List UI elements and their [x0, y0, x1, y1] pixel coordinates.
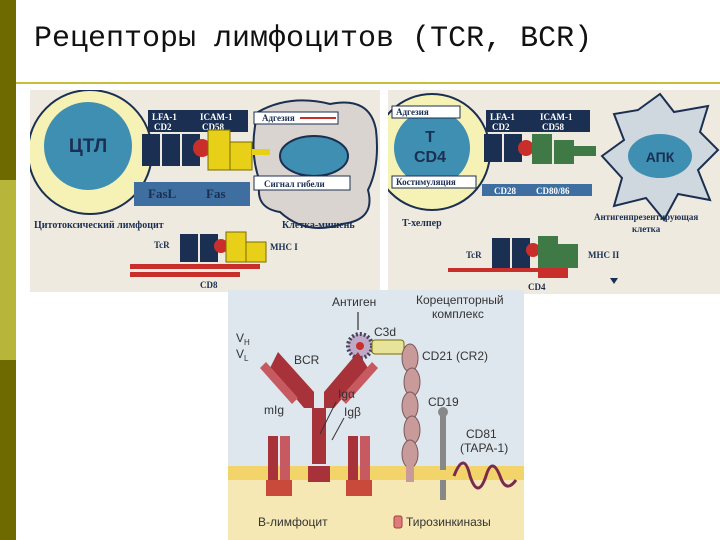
t-label: T [425, 129, 435, 146]
sidebar-segment-light [0, 180, 16, 360]
cd58-label: CD58 [202, 122, 224, 132]
igb-arrow [331, 417, 345, 441]
cytotoxic-lymphocyte-label: Цитотоксический лимфоцит [34, 220, 164, 231]
apc-full-label-line2: клетка [632, 224, 661, 234]
lfa1-label: LFA-1 [490, 112, 515, 122]
sidebar-segment-dark [0, 360, 16, 540]
apc-full-label-line1: Антигенпрезентирующая [594, 212, 698, 222]
mig-label: mIg [264, 403, 284, 417]
apc-nucleus [628, 134, 692, 178]
cd4-label: CD4 [528, 282, 546, 292]
mhc1-label: MHC I [270, 242, 298, 252]
helper-receptor-cluster [484, 134, 596, 164]
cd28-box [482, 184, 592, 196]
igb-label: Igβ [344, 405, 361, 419]
helper-nucleus [394, 110, 470, 186]
cd21-label: CD21 (CR2) [422, 349, 488, 363]
membrane [228, 466, 524, 480]
cd81-molecule [452, 461, 518, 490]
helper-adhesion-label-box [486, 110, 590, 132]
cd19-molecule [438, 407, 448, 500]
receptor-cluster [142, 129, 270, 171]
panel-bcr: Антиген C3d Корецепторный комплекс VH VL… [228, 290, 524, 540]
adhesion-label-box [148, 110, 248, 132]
icam1-label: ICAM-1 [540, 112, 573, 122]
target-nucleus [279, 135, 349, 177]
costim-box [391, 175, 477, 189]
target-cell-label: Клетка-мишень [282, 220, 355, 231]
adhesion-box [253, 111, 339, 125]
b-lymphocyte-label: B-лимфоцит [258, 515, 328, 529]
tcr-label: TcR [466, 250, 482, 260]
c3d-block [371, 339, 405, 355]
tyrosine-kinase-legend-swatch [393, 515, 403, 529]
iga-arrow [319, 401, 337, 435]
bcr-label: BCR [294, 353, 320, 367]
c3d-label: C3d [374, 325, 396, 339]
fas-box [134, 182, 250, 206]
ctl-label: ЦТЛ [69, 136, 107, 157]
cd2-label: CD2 [154, 122, 172, 132]
fasl-label: FasL [148, 186, 177, 201]
triangle-marker [610, 278, 618, 284]
cd8-label: CD8 [200, 280, 218, 290]
cd81-label-line2: (TAPA-1) [460, 441, 508, 455]
coreceptor-label-line2: комплекс [432, 307, 484, 321]
coreceptor-label-line1: Корецепторный [416, 293, 504, 307]
adhesion-box [391, 105, 461, 119]
icam1-label: ICAM-1 [200, 112, 233, 122]
slide-title: Рецепторы лимфоцитов (TCR, BCR) [34, 22, 593, 56]
mhc2-label: MHC II [588, 250, 620, 260]
vh-label: VH [236, 331, 250, 347]
apc-label: АПК [646, 149, 675, 165]
sidebar-decoration [0, 0, 16, 540]
cd8086-label: CD80/86 [536, 186, 570, 196]
bcr-molecule [260, 352, 378, 496]
adhesion-label: Адгезия [262, 113, 295, 123]
panel-ctl: ЦТЛ LFA-1 ICAM-1 CD2 CD58 Адгезия Сигнал… [30, 90, 380, 292]
antigen-core [356, 342, 364, 350]
lfa1-label: LFA-1 [152, 112, 177, 122]
death-signal-label: Сигнал гибели [264, 179, 325, 189]
cd58-label: CD58 [542, 122, 564, 132]
costim-label: Костимуляция [396, 177, 456, 187]
death-signal-box [253, 175, 351, 191]
fas-label: Fas [206, 186, 226, 201]
tyrosine-kinases-label: Тирозинкиназы [406, 515, 491, 529]
cd28-label: CD28 [494, 186, 516, 196]
tcr-mhc1-complex [130, 231, 267, 277]
iga-label: Igα [338, 387, 355, 401]
antigen-label: Антиген [332, 295, 376, 309]
cd2-label: CD2 [492, 122, 510, 132]
cd4-cell-label: CD4 [414, 149, 446, 166]
panel-helper: T CD4 АПК Адгезия LFA-1 ICAM-1 CD2 CD58 … [388, 90, 720, 294]
cd19-label: CD19 [428, 395, 459, 409]
tcr-mhc2-complex [448, 236, 578, 278]
t-helper-label: T-хелпер [402, 218, 442, 229]
tcr-label: TcR [154, 240, 170, 250]
title-divider [16, 82, 720, 84]
vl-label: VL [236, 347, 249, 363]
cd81-label-line1: CD81 [466, 427, 497, 441]
ctl-nucleus [44, 102, 132, 190]
cd21-molecule [401, 343, 421, 482]
sidebar-segment-dark [0, 0, 16, 180]
adhesion-label: Адгезия [396, 107, 429, 117]
